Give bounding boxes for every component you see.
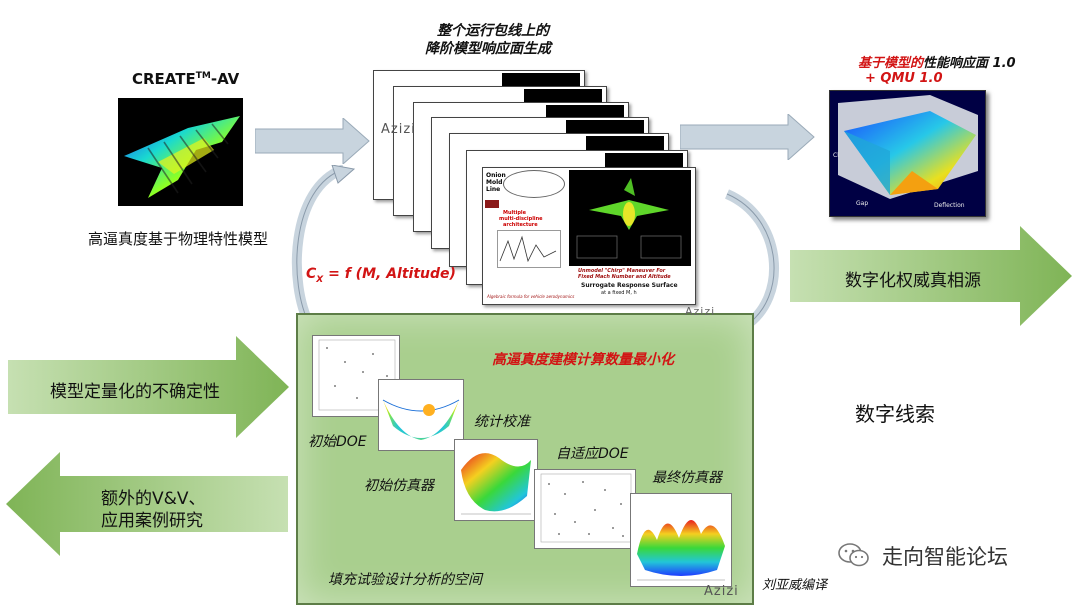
slide-red-arrow — [485, 200, 499, 208]
green-arrow-uq: 模型定量化的不确定性 — [8, 336, 290, 438]
brand-badge: 走向智能论坛 — [838, 540, 1068, 570]
slide-caption-2: Fixed Mach Number and Altitude — [578, 274, 671, 280]
gray-arrow-2 — [680, 114, 815, 160]
create-av-title: CREATETM-AV — [132, 70, 240, 88]
green-arrow-uq-label: 模型定量化的不确定性 — [50, 382, 220, 402]
label-adaptive-doe: 自适应DOE — [556, 446, 629, 462]
translator-credit: 刘亚威编译 — [762, 578, 828, 593]
slide-algebra-label: Algebraic formula for vehicle aerodynami… — [487, 294, 575, 299]
green-arrow-vv: 额外的V&V、 应用案例研究 — [6, 452, 289, 556]
slide-caption-1: Unmodel "Chirp" Maneuver For — [578, 268, 666, 274]
plot-axis-y: Gap — [856, 200, 868, 207]
slide-caption-3: Surrogate Response Surface — [581, 282, 678, 289]
slide-left-label-3: Line — [486, 186, 501, 193]
slide-box-label-2: multi-discipline — [499, 216, 543, 222]
label-calibration: 统计校准 — [474, 414, 530, 430]
formula-label: CX = f (M, Altitude) — [306, 266, 456, 285]
adaptive-doe-thumb — [534, 469, 636, 549]
slide-flow-circle — [503, 170, 565, 198]
plot-axis-z: Cl — [833, 152, 839, 159]
panel-footer: 填充试验设计分析的空间 — [328, 572, 482, 588]
slide-front: Onion Mold Line Multiple multi-disciplin… — [482, 167, 696, 305]
curved-arrow-left — [291, 165, 356, 328]
wechat-icon — [838, 542, 870, 568]
watermark-azizi-2: Azizi — [685, 305, 716, 318]
label-initial-emulator: 初始仿真器 — [364, 478, 434, 494]
green-arrow-vv-line1: 额外的V&V、 — [101, 489, 206, 509]
slide-dark-panel — [569, 170, 691, 266]
slide-left-label-1: Onion — [486, 172, 506, 179]
watermark-azizi-3: Azizi — [704, 584, 739, 599]
gray-arrow-1 — [255, 118, 370, 164]
response-surface-plot: Cl Gap Deflection — [829, 90, 986, 217]
top-right-title: 基于模型的性能响应面 1.0 — [858, 56, 1016, 71]
top-center-heading-line2: 降阶模型响应面生成 — [425, 41, 551, 57]
digital-thread-label: 数字线索 — [855, 402, 935, 426]
slide-left-label-2: Mold — [486, 179, 503, 186]
final-emulator-thumb — [630, 493, 732, 587]
label-initial-doe: 初始DOE — [308, 434, 367, 450]
initial-emulator-thumb — [454, 439, 538, 521]
plot-axis-x: Deflection — [934, 202, 965, 209]
watermark-azizi-1: Azizi — [381, 122, 416, 137]
green-arrow-vv-line2: 应用案例研究 — [101, 511, 203, 531]
green-arrow-right: 数字化权威真相源 — [790, 226, 1073, 326]
slide-box-label-3: architecture — [503, 222, 538, 228]
panel-heading: 高逼真度建模计算数量最小化 — [492, 352, 674, 368]
calibration-thumb — [378, 379, 464, 451]
slide-caption-4: at a fixed M, h — [601, 290, 637, 296]
brand-name: 走向智能论坛 — [882, 545, 1008, 569]
aircraft-image — [118, 98, 243, 206]
slide-box-label-1: Multiple — [503, 210, 527, 216]
create-av-caption: 高逼真度基于物理特性模型 — [88, 230, 269, 248]
doe-panel: 高逼真度建模计算数量最小化 初始DOE 统计校准 初始仿真器 自适应DOE — [296, 313, 754, 605]
label-final-emulator: 最终仿真器 — [652, 470, 722, 486]
qmu-label: + QMU 1.0 — [865, 71, 943, 86]
top-center-heading-line1: 整个运行包线上的 — [437, 23, 549, 39]
green-arrow-right-label: 数字化权威真相源 — [845, 271, 981, 291]
slide-chart-box — [497, 230, 561, 268]
